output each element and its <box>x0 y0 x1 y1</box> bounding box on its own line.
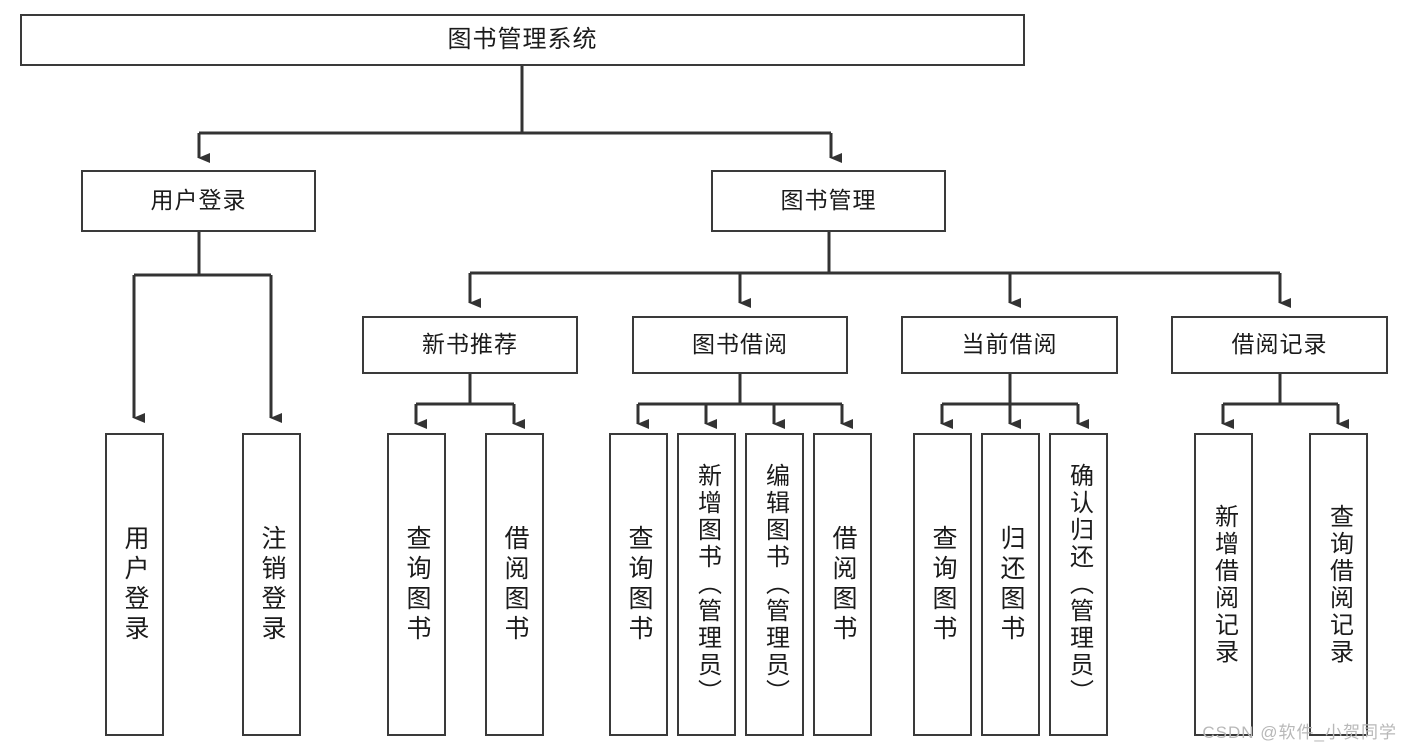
node-leaf-query-record-label: 查询借阅记录 <box>1325 503 1353 666</box>
node-new-book-rec[interactable]: 新书推荐 <box>362 316 578 374</box>
node-leaf-borrow-book-2[interactable]: 借阅图书 <box>813 433 872 736</box>
node-leaf-add-record-label: 新增借阅记录 <box>1210 503 1238 666</box>
node-leaf-query-book-2-label: 查询图书 <box>625 524 653 645</box>
node-leaf-query-book-2[interactable]: 查询图书 <box>609 433 668 736</box>
node-root-label: 图书管理系统 <box>447 25 598 53</box>
node-leaf-return-book[interactable]: 归还图书 <box>981 433 1040 736</box>
node-book-manage[interactable]: 图书管理 <box>711 170 946 232</box>
node-leaf-logout[interactable]: 注销登录 <box>242 433 301 736</box>
node-current-borrow[interactable]: 当前借阅 <box>901 316 1118 374</box>
node-leaf-borrow-book-1-label: 借阅图书 <box>501 524 529 645</box>
node-leaf-query-record[interactable]: 查询借阅记录 <box>1309 433 1368 736</box>
node-book-borrow-label: 图书借阅 <box>692 331 788 358</box>
node-root[interactable]: 图书管理系统 <box>20 14 1025 66</box>
node-leaf-edit-book-label: 编辑图书（管理员） <box>761 463 789 706</box>
node-leaf-add-record[interactable]: 新增借阅记录 <box>1194 433 1253 736</box>
node-leaf-query-book-3-label: 查询图书 <box>929 524 957 645</box>
node-leaf-borrow-book-1[interactable]: 借阅图书 <box>485 433 544 736</box>
node-leaf-return-book-label: 归还图书 <box>997 524 1025 645</box>
node-new-book-rec-label: 新书推荐 <box>422 331 518 358</box>
node-leaf-query-book-3[interactable]: 查询图书 <box>913 433 972 736</box>
node-book-manage-label: 图书管理 <box>780 187 877 214</box>
node-leaf-edit-book[interactable]: 编辑图书（管理员） <box>745 433 804 736</box>
node-leaf-query-book-1-label: 查询图书 <box>403 524 431 645</box>
node-leaf-user-login-label: 用户登录 <box>121 524 149 645</box>
node-user-login[interactable]: 用户登录 <box>81 170 316 232</box>
node-user-login-label: 用户登录 <box>150 187 247 214</box>
node-borrow-record-label: 借阅记录 <box>1231 331 1328 358</box>
node-current-borrow-label: 当前借阅 <box>961 331 1058 358</box>
node-leaf-add-book[interactable]: 新增图书（管理员） <box>677 433 736 736</box>
node-leaf-user-login[interactable]: 用户登录 <box>105 433 164 736</box>
node-leaf-confirm-return-label: 确认归还（管理员） <box>1065 463 1093 706</box>
node-leaf-query-book-1[interactable]: 查询图书 <box>387 433 446 736</box>
node-leaf-borrow-book-2-label: 借阅图书 <box>829 524 857 645</box>
node-leaf-logout-label: 注销登录 <box>258 524 286 645</box>
watermark: CSDN @软件_小贺同学 <box>1202 723 1397 742</box>
node-leaf-add-book-label: 新增图书（管理员） <box>693 463 721 706</box>
node-borrow-record[interactable]: 借阅记录 <box>1171 316 1388 374</box>
node-book-borrow[interactable]: 图书借阅 <box>632 316 848 374</box>
node-leaf-confirm-return[interactable]: 确认归还（管理员） <box>1049 433 1108 736</box>
